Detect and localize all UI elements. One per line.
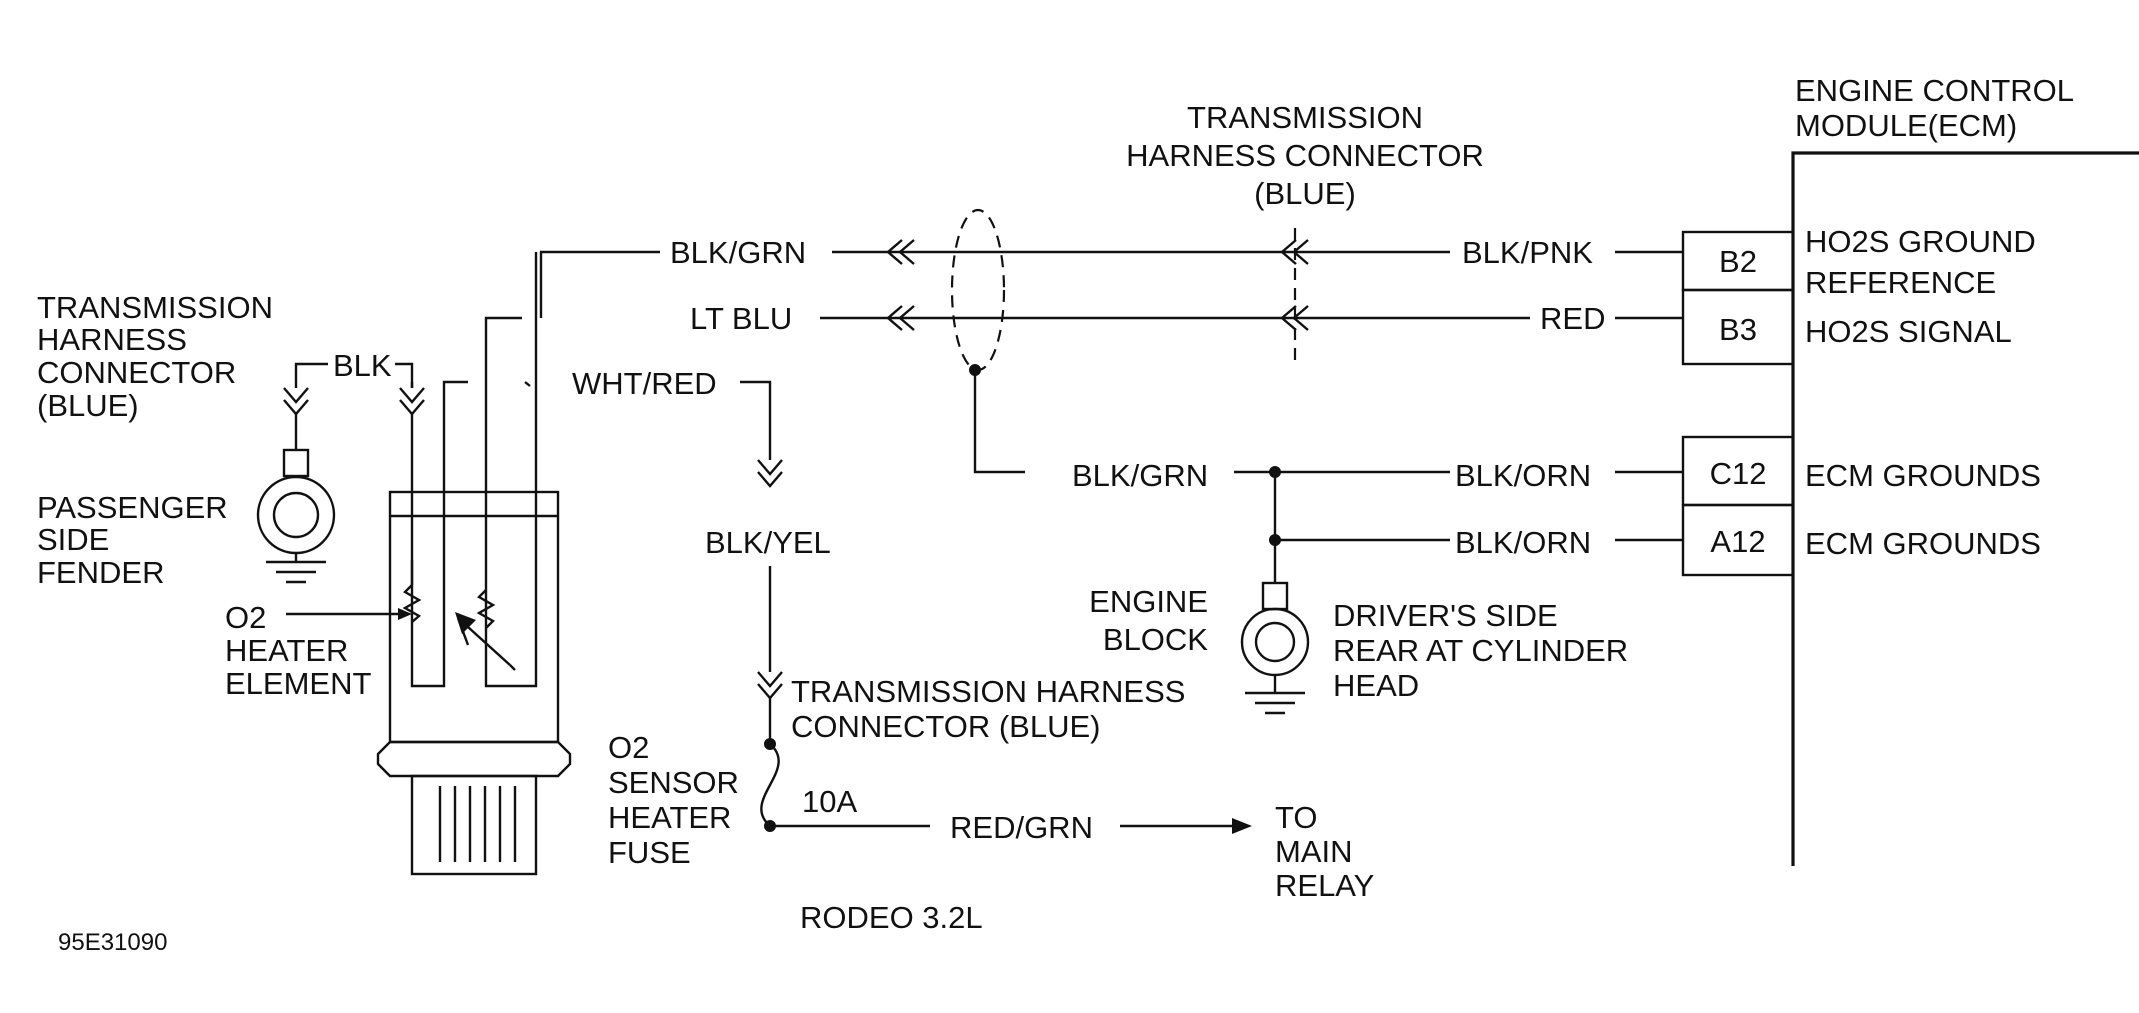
- heater-element-line1: O2: [225, 600, 266, 635]
- fuse-line4: FUSE: [608, 835, 691, 870]
- pin-a12-label: A12: [1710, 524, 1765, 559]
- bottom-connector-line1: TRANSMISSION HARNESS: [791, 674, 1185, 709]
- sensing-variable-resistor: [476, 589, 496, 629]
- left-connector-line1: TRANSMISSION: [37, 290, 273, 325]
- engine-block-line1: ENGINE: [1089, 584, 1208, 619]
- top-connector-line1: TRANSMISSION: [1187, 100, 1423, 135]
- ecm-module: ENGINE CONTROL MODULE(ECM): [1791, 73, 2139, 866]
- ecm-pin-a12: A12 ECM GROUNDS: [1681, 503, 2041, 577]
- pin-b3-label: B3: [1719, 312, 1757, 347]
- pin-c12-desc: ECM GROUNDS: [1805, 458, 2041, 493]
- fuse-line3: HEATER: [608, 800, 731, 835]
- drivers-side-line2: REAR AT CYLINDER: [1333, 633, 1628, 668]
- ecm-title-line2: MODULE(ECM): [1795, 108, 2017, 143]
- connector-chevron-lt-blu-right: [1280, 305, 1309, 331]
- fuse-symbol: [760, 743, 780, 827]
- o2-heater-fuse: O2 SENSOR HEATER FUSE 10A: [608, 730, 857, 870]
- shield-ellipse: [950, 208, 1025, 474]
- o2-heater-element: O2 HEATER ELEMENT: [225, 380, 468, 701]
- wire-label-lt-blu: LT BLU: [690, 301, 792, 336]
- pin-c12-label: C12: [1710, 456, 1767, 491]
- o2-sensor-plug: [410, 774, 538, 876]
- drivers-side-line1: DRIVER'S SIDE: [1333, 598, 1558, 633]
- passenger-line2: SIDE: [37, 522, 109, 557]
- ecm-pin-b2: B2 HO2S GROUND REFERENCE: [1681, 224, 2036, 300]
- wire-label-blk-grn-top: BLK/GRN: [670, 235, 806, 270]
- pin-b2-label: B2: [1719, 244, 1757, 279]
- connector-chevron-lt-blu-left: [886, 305, 915, 331]
- pin-b2-desc-line1: HO2S GROUND: [1805, 224, 2036, 259]
- top-harness-connector-label: TRANSMISSION HARNESS CONNECTOR (BLUE): [1126, 100, 1484, 368]
- vehicle-label: RODEO 3.2L: [800, 900, 983, 935]
- main-relay-line2: MAIN: [1275, 834, 1353, 869]
- o2-sensing-element: [455, 252, 538, 688]
- wire-label-wht-red: WHT/RED: [572, 366, 717, 401]
- fuse-rating: 10A: [802, 784, 857, 819]
- wire-blk-grn-ground: BLK/GRN BLK/ORN BLK/ORN: [1072, 458, 1683, 583]
- ecm-pin-c12: C12 ECM GROUNDS: [1681, 435, 2041, 507]
- main-relay-line3: RELAY: [1275, 868, 1374, 903]
- bottom-connector-line2: CONNECTOR (BLUE): [791, 709, 1100, 744]
- passenger-fender-ground: PASSENGER SIDE FENDER: [37, 414, 336, 590]
- fender-ground-eyelet: [256, 475, 336, 555]
- o2-sensor: [376, 490, 572, 876]
- wire-label-blk-orn-1: BLK/ORN: [1455, 458, 1591, 493]
- top-connector-line2: HARNESS CONNECTOR: [1126, 138, 1484, 173]
- engine-block-ground: ENGINE BLOCK DRIVER'S SIDE REAR AT CYLIN…: [1089, 581, 1628, 715]
- pin-b3-desc: HO2S SIGNAL: [1805, 314, 2012, 349]
- wire-red-grn: RED/GRN TO MAIN RELAY: [770, 800, 1374, 903]
- engine-block-line2: BLOCK: [1103, 622, 1208, 657]
- pin-b2-desc-line2: REFERENCE: [1805, 265, 1996, 300]
- connector-chevron-wht-red: [757, 459, 783, 488]
- main-relay-line1: TO: [1275, 800, 1318, 835]
- passenger-line3: FENDER: [37, 555, 164, 590]
- wire-label-blk-grn-ground: BLK/GRN: [1072, 458, 1208, 493]
- wire-label-blk: BLK: [333, 348, 392, 383]
- wire-label-blk-yel: BLK/YEL: [705, 525, 831, 560]
- heater-element-line3: ELEMENT: [225, 666, 371, 701]
- main-relay-arrow: [1232, 818, 1252, 834]
- fuse-line1: O2: [608, 730, 649, 765]
- wire-lt-blu: LT BLU RED: [484, 301, 1683, 570]
- connector-chevron-blk-left: [283, 387, 309, 416]
- wire-label-red: RED: [1540, 301, 1605, 336]
- connector-chevron-blk-grn-left: [886, 239, 915, 265]
- bottom-harness-connector-label: TRANSMISSION HARNESS CONNECTOR (BLUE): [791, 674, 1185, 744]
- fuse-line2: SENSOR: [608, 765, 739, 800]
- engine-ground-eyelet: [1240, 607, 1310, 677]
- wire-blk-grn-top: BLK/GRN BLK/PNK: [539, 235, 1683, 308]
- wire-label-red-grn: RED/GRN: [950, 810, 1093, 845]
- pin-a12-desc: ECM GROUNDS: [1805, 526, 2041, 561]
- wire-wht-red: WHT/RED BLK/YEL: [410, 308, 831, 744]
- left-connector-line2: HARNESS: [37, 322, 187, 357]
- left-harness-connector-label: TRANSMISSION HARNESS CONNECTOR (BLUE): [37, 290, 273, 423]
- top-connector-line3: (BLUE): [1254, 176, 1356, 211]
- connector-chevron-blk-yel: [757, 671, 783, 700]
- figure-id: 95E31090: [58, 929, 167, 956]
- left-connector-line3: CONNECTOR: [37, 355, 236, 390]
- ecm-title-line1: ENGINE CONTROL: [1795, 73, 2074, 108]
- left-connector-line4: (BLUE): [37, 388, 139, 423]
- passenger-line1: PASSENGER: [37, 490, 228, 525]
- wire-label-blk-orn-2: BLK/ORN: [1455, 525, 1591, 560]
- heater-element-line2: HEATER: [225, 633, 348, 668]
- drivers-side-line3: HEAD: [1333, 668, 1419, 703]
- heater-resistor: [402, 584, 422, 623]
- connector-chevron-blk-right: [399, 387, 425, 416]
- wire-label-blk-pnk: BLK/PNK: [1462, 235, 1593, 270]
- connector-chevron-blk-grn-right: [1280, 239, 1309, 265]
- ecm-pin-b3: B3 HO2S SIGNAL: [1681, 288, 2012, 366]
